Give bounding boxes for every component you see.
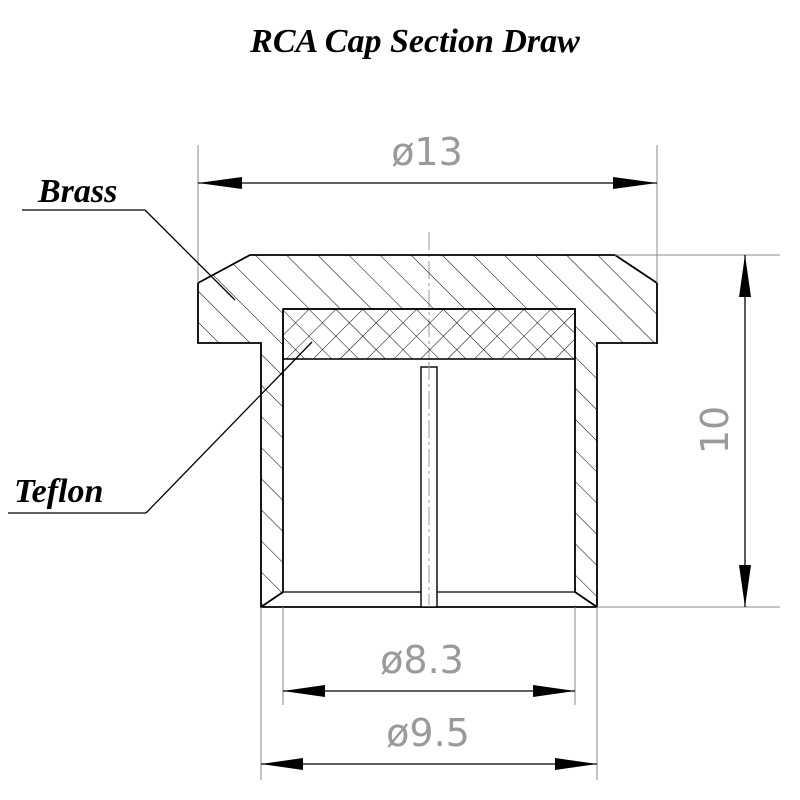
arrow-left-body	[261, 758, 303, 770]
arrow-right-body	[555, 758, 597, 770]
arrow-right-inner	[533, 685, 575, 697]
arrow-top-height	[739, 255, 751, 297]
brass-body	[198, 255, 657, 607]
arrow-left-inner	[283, 685, 325, 697]
dimension-inner-diameter: ø8.3	[380, 638, 464, 682]
callout-brass-leader	[144, 209, 236, 301]
arrow-bottom-height	[739, 565, 751, 607]
dimension-body-diameter: ø9.5	[386, 711, 470, 755]
dimension-outer-diameter: ø13	[391, 130, 463, 174]
callout-teflon-label: Teflon	[14, 473, 103, 510]
arrow-left-outer	[198, 177, 242, 189]
drawing-title: RCA Cap Section Draw	[249, 23, 580, 60]
teflon-insert	[282, 308, 576, 360]
arrow-right-outer	[613, 177, 657, 189]
callout-brass-label: Brass	[37, 173, 117, 210]
dimension-height: 10	[693, 406, 737, 454]
callout-teflon-leader	[145, 341, 313, 514]
